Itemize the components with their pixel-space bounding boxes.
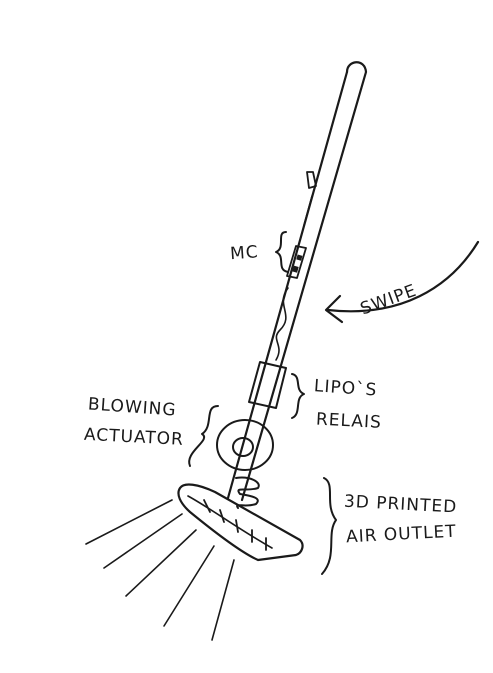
spring-coupling [235,476,260,509]
battery-pack [248,361,287,409]
lipos-brace [291,373,305,419]
printed-label: 3D PRINTED [343,492,457,518]
airflow-lines [85,499,235,641]
pole-button [306,171,317,189]
pole [226,61,368,502]
air-outlet-nozzle [177,483,304,562]
actuator-label: ACTUATOR [83,425,184,450]
microcontroller-board [286,245,307,279]
swipe-arrow [324,240,480,324]
mc-brace [275,231,289,273]
swipe-label: SWIPE [358,281,420,320]
mc-label: MC [229,242,259,264]
outlet-brace [321,477,337,575]
lipos-label: LIPO`S [313,376,378,400]
wiring [275,287,289,361]
blowing-actuator [216,419,274,471]
air-outlet-label: AIR OUTLET [346,522,458,548]
actuator-brace [188,405,219,467]
relais-label: RELAIS [315,409,382,432]
blowing-label: BLOWING [87,394,177,420]
